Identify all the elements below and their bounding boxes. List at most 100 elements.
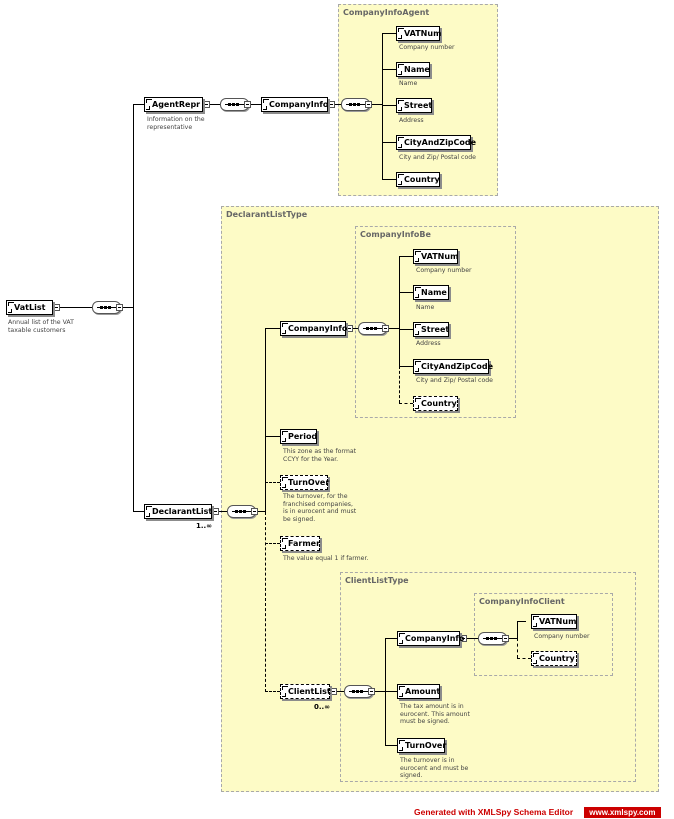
element-turnover-optional[interactable]: TurnOver xyxy=(280,475,329,490)
connector xyxy=(210,104,220,105)
element-country-optional[interactable]: Country xyxy=(413,396,458,411)
collapse-toggle[interactable] xyxy=(203,101,210,108)
element-note: Address xyxy=(399,117,424,124)
connector xyxy=(507,638,517,639)
group-title: CompanyInfoAgent xyxy=(343,8,430,17)
element-note: This zone as the format CCYY for the Yea… xyxy=(283,448,357,463)
connector xyxy=(256,511,265,512)
connector xyxy=(382,33,396,34)
connector xyxy=(133,104,144,105)
element-note: The turnover is in eurocent and must be … xyxy=(400,757,469,780)
connector xyxy=(370,104,382,105)
connector xyxy=(467,638,478,639)
element-note: The value equal 1 if farmer. xyxy=(283,555,369,562)
element-note: Annual list of the VAT taxable customers xyxy=(8,319,74,334)
credit-text: Generated with XMLSpy Schema Editor xyxy=(414,807,574,817)
element-note: City and Zip/ Postal code xyxy=(399,154,476,161)
connector xyxy=(382,33,383,180)
element-note: Company number xyxy=(534,633,590,640)
connector xyxy=(133,104,134,512)
connector xyxy=(265,328,266,512)
element-vatnum[interactable]: VATNum xyxy=(396,26,441,41)
connector xyxy=(353,328,358,329)
collapse-toggle[interactable] xyxy=(460,635,467,642)
element-street[interactable]: Street xyxy=(396,98,432,113)
connector xyxy=(219,511,227,512)
element-note: Information on the representative xyxy=(147,116,205,131)
element-country[interactable]: Country xyxy=(396,172,440,187)
element-note: Name xyxy=(399,80,418,87)
connector xyxy=(337,691,344,692)
connector xyxy=(60,307,92,308)
element-note: City and Zip/ Postal code xyxy=(416,377,493,384)
group-title: CompanyInfoClient xyxy=(479,597,565,606)
collapse-toggle[interactable] xyxy=(368,688,375,695)
credit-link[interactable]: www.xmlspy.com xyxy=(584,807,661,818)
sequence-compositor-company-info-agent[interactable] xyxy=(341,98,370,111)
collapse-toggle[interactable] xyxy=(346,325,353,332)
element-note: Company number xyxy=(399,44,455,51)
connector-optional xyxy=(517,658,531,659)
connector-optional xyxy=(399,366,400,403)
element-note: The turnover, for the franchised compani… xyxy=(283,493,357,523)
element-vatlist[interactable]: VatList xyxy=(6,300,53,315)
connector-optional xyxy=(265,512,266,692)
connector xyxy=(399,292,413,293)
connector xyxy=(373,691,385,692)
connector-optional xyxy=(265,482,280,483)
element-companyinfo-be[interactable]: CompanyInfo xyxy=(280,321,347,336)
element-country-optional[interactable]: Country xyxy=(531,651,577,666)
connector xyxy=(385,745,397,746)
element-note: Address xyxy=(416,340,441,347)
connector xyxy=(382,105,396,106)
element-note: Name xyxy=(416,304,435,311)
collapse-toggle[interactable] xyxy=(502,635,509,642)
connector xyxy=(399,366,413,367)
element-amount[interactable]: Amount xyxy=(397,684,440,699)
collapse-toggle[interactable] xyxy=(53,304,60,311)
connector-optional xyxy=(399,403,413,404)
element-declarantlist[interactable]: DeclarantList xyxy=(144,504,212,519)
connector-optional xyxy=(265,543,280,544)
connector xyxy=(385,638,386,746)
collapse-toggle[interactable] xyxy=(382,325,389,332)
collapse-toggle[interactable] xyxy=(212,508,219,515)
connector xyxy=(133,511,144,512)
connector xyxy=(399,256,400,366)
footer-credit: Generated with XMLSpy Schema Editor www.… xyxy=(414,800,661,818)
connector xyxy=(249,104,261,105)
collapse-toggle[interactable] xyxy=(116,304,123,311)
element-cityandzipcode[interactable]: CityAndZipCode xyxy=(396,135,476,150)
cardinality: 0..∞ xyxy=(314,703,331,711)
element-period[interactable]: Period xyxy=(280,429,317,444)
element-note: Company number xyxy=(416,267,472,274)
connector xyxy=(265,328,280,329)
element-cityandzipcode[interactable]: CityAndZipCode xyxy=(413,359,493,374)
element-turnover[interactable]: TurnOver xyxy=(397,738,446,753)
group-title: DeclarantListType xyxy=(226,210,308,219)
element-companyinfo-agent[interactable]: CompanyInfo xyxy=(261,97,328,112)
connector xyxy=(265,436,280,437)
element-name[interactable]: Name xyxy=(413,285,449,300)
cardinality: 1..∞ xyxy=(196,522,213,530)
element-clientlist-optional[interactable]: ClientList xyxy=(280,684,331,699)
element-vatnum[interactable]: VATNum xyxy=(531,614,577,629)
connector xyxy=(121,307,133,308)
element-agentrepr[interactable]: AgentRepr xyxy=(144,97,203,112)
element-companyinfo-client[interactable]: CompanyInfo xyxy=(397,631,464,646)
collapse-toggle[interactable] xyxy=(365,101,372,108)
collapse-toggle[interactable] xyxy=(244,101,251,108)
element-street[interactable]: Street xyxy=(413,322,449,337)
collapse-toggle[interactable] xyxy=(330,688,337,695)
element-name[interactable]: Name xyxy=(396,62,430,77)
element-farmer-optional[interactable]: Farmer xyxy=(280,536,320,551)
collapse-toggle[interactable] xyxy=(328,101,335,108)
element-vatnum[interactable]: VATNum xyxy=(413,249,458,264)
connector xyxy=(382,179,396,180)
group-title: ClientListType xyxy=(345,576,409,585)
connector xyxy=(335,104,341,105)
connector xyxy=(517,621,518,638)
connector xyxy=(382,142,396,143)
collapse-toggle[interactable] xyxy=(251,508,258,515)
